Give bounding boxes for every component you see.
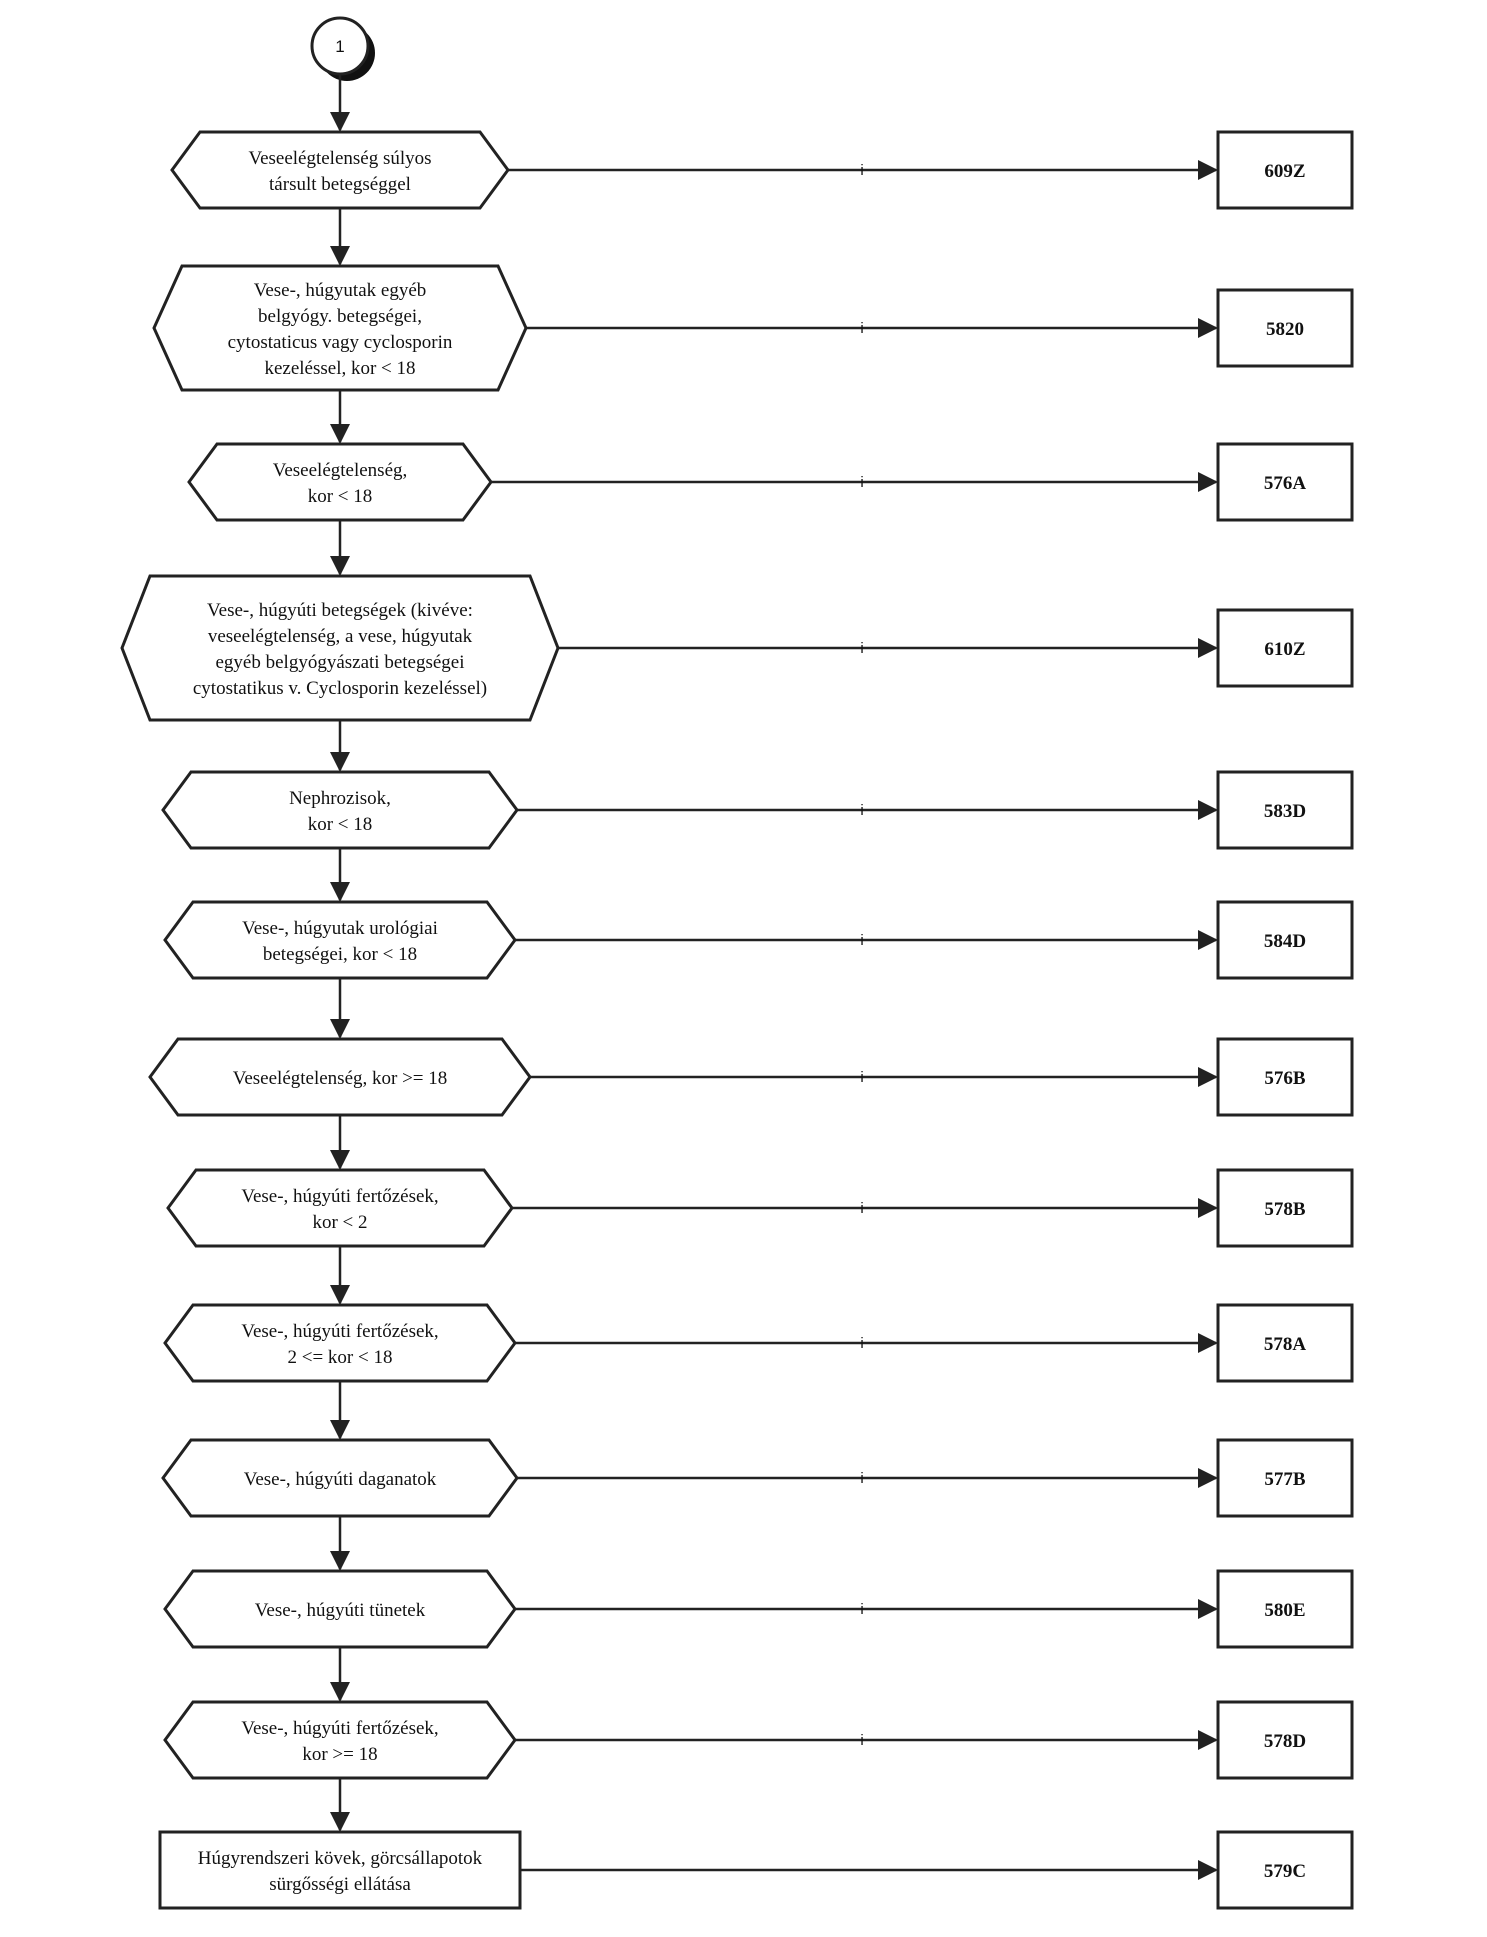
edge-label: i [860,1069,863,1086]
decision-text-line: Veseelégtelenség súlyos [248,148,431,169]
edge-label: i [860,1200,863,1217]
decision-text-line: Vese-, húgyúti fertőzések, [241,1718,438,1739]
decision-text-line: veseelégtelenség, a vese, húgyutak [208,626,473,647]
edge-label: i [860,1470,863,1487]
code-box-label: 583D [1264,801,1306,822]
decision-text-line: Veseelégtelenség, [273,460,408,481]
edge-label: i [860,162,863,179]
code-box: 576B [1216,1037,1354,1117]
edge-label: i [860,802,863,819]
code-box: 578A [1216,1303,1354,1383]
decision-node [163,1303,517,1383]
decision-text-line: belgyógy. betegségei, [258,306,422,327]
flow-nodes: Veseelégtelenség súlyos társult betegségg… [120,74,1354,1910]
decision-text-line: kor < 2 [312,1212,367,1233]
code-box: 578B [1216,1168,1354,1248]
decision-text-line: cytostaticus vagy cyclosporin [228,332,453,353]
decision-text-line: Vese-, húgyúti betegségek (kivéve: [207,600,473,621]
decision-text-line: 2 <= kor < 18 [288,1347,393,1368]
decision-text-line: Nephrozisok, [289,788,391,809]
code-box-label: 578D [1264,1731,1306,1752]
decision-text-line: cytostatikus v. Cyclosporin kezeléssel) [193,678,487,699]
decision-text-line: Vese-, húgyúti tünetek [255,1600,426,1621]
process-node [158,1830,522,1910]
code-box: 610Z [1216,608,1354,688]
decision-text-line: Vese-, húgyúti daganatok [244,1469,437,1490]
decision-text-line: egyéb belgyógyászati betegségei [215,652,464,673]
code-box: 609Z [1216,130,1354,210]
code-box-label: 578B [1264,1199,1306,1220]
decision-text-line: kor < 18 [308,486,373,507]
decision-text-line: Vese-, húgyúti fertőzések, [241,1321,438,1342]
code-box-label: 576B [1264,1068,1306,1089]
decision-text-line: Vese-, húgyutak urológiai [242,918,438,939]
decision-node [163,1700,517,1780]
decision-node [187,442,493,522]
decision-text-line: Vese-, húgyutak egyéb [254,280,427,301]
code-box-label: 609Z [1264,161,1305,182]
start-connector-label: 1 [335,37,344,56]
code-box-label: 584D [1264,931,1306,952]
process-text-line: sürgősségi ellátása [269,1874,411,1895]
process-text-line: Húgyrendszeri kövek, görcsállapotok [198,1848,483,1869]
edge-label: i [860,1335,863,1352]
code-box: 580E [1216,1569,1354,1649]
edge-label: i [860,1601,863,1618]
edge-label: i [860,932,863,949]
decision-node [166,1168,514,1248]
code-box: 5820 [1216,288,1354,368]
decision-text-line: betegségei, kor < 18 [263,944,417,965]
decision-text-line: kezeléssel, kor < 18 [264,358,415,379]
decision-text-line: társult betegséggel [269,174,411,195]
decision-node [170,130,510,210]
code-box-label: 576A [1264,473,1307,494]
decision-text-line: Veseelégtelenség, kor >= 18 [233,1068,448,1089]
code-box: 577B [1216,1438,1354,1518]
decision-text-line: kor >= 18 [302,1744,377,1765]
code-box: 584D [1216,900,1354,980]
code-box: 576A [1216,442,1354,522]
start-connector: 1 [310,16,375,81]
code-box-label: 5820 [1266,319,1304,340]
code-box-label: 579C [1264,1861,1306,1882]
decision-text-line: kor < 18 [308,814,373,835]
code-box: 583D [1216,770,1354,850]
code-box-label: 610Z [1264,639,1305,660]
decision-node [163,900,517,980]
code-box-label: 578A [1264,1334,1307,1355]
edge-label: i [860,1732,863,1749]
decision-text-line: Vese-, húgyúti fertőzések, [241,1186,438,1207]
code-box-label: 577B [1264,1469,1306,1490]
code-box-label: 580E [1264,1600,1305,1621]
decision-node [161,770,519,850]
edge-label: i [860,320,863,337]
code-box: 578D [1216,1700,1354,1780]
code-box: 579C [1216,1830,1354,1910]
edge-label: i [860,474,863,491]
edge-label: i [860,640,863,657]
